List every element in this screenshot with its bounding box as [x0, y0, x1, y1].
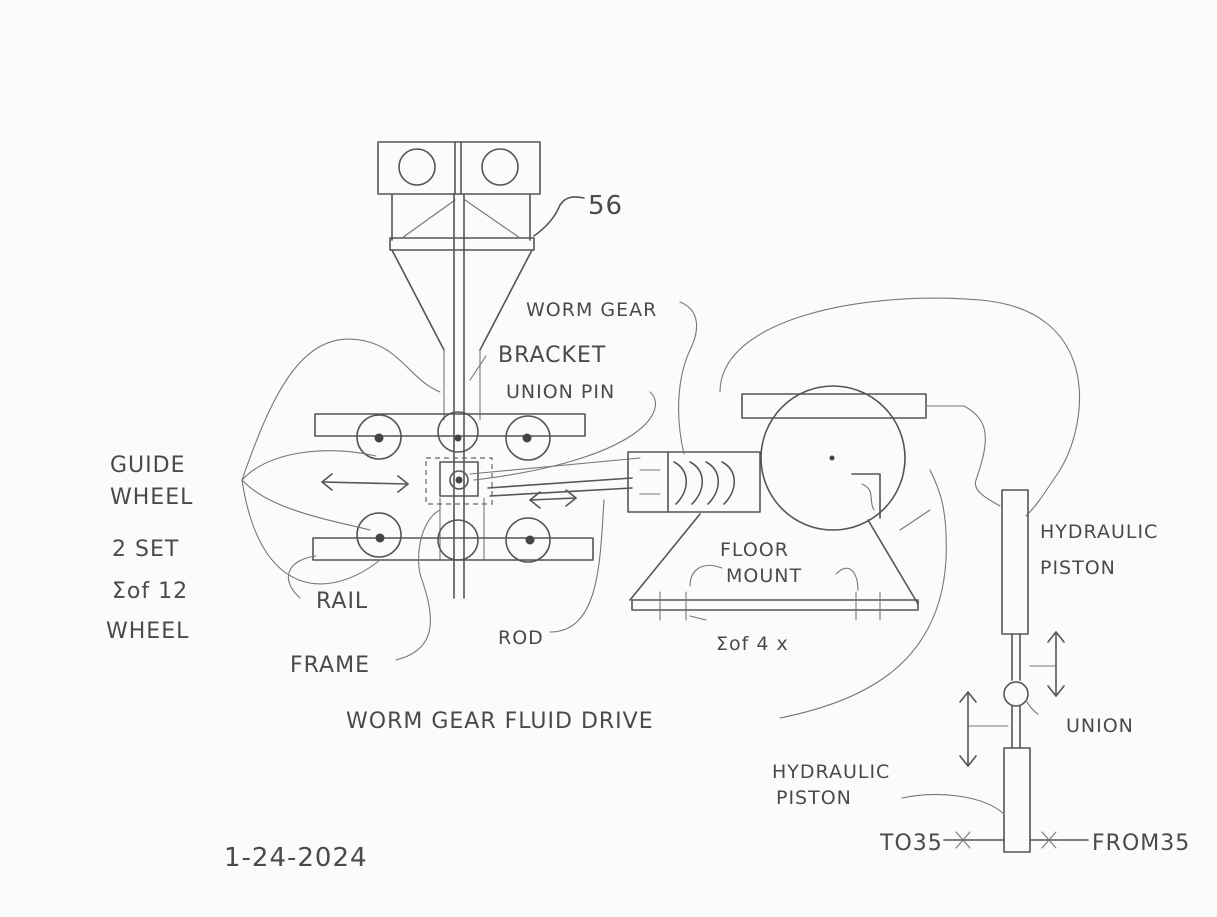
- leader-lines: [241, 301, 1039, 815]
- label-wheel-1: WHEEL: [110, 485, 193, 510]
- label-floor: FLOOR: [720, 539, 789, 561]
- label-sum-of-12: Σof 12: [112, 579, 188, 604]
- upper-rail: [314, 413, 586, 437]
- worm-gear-housing: [627, 451, 761, 513]
- vertical-shaft: [439, 193, 485, 599]
- label-union-pin: UNION PIN: [506, 381, 615, 403]
- label-union: UNION: [1066, 715, 1134, 737]
- label-rod: ROD: [498, 627, 544, 649]
- travel-arrows: [321, 473, 577, 509]
- union-joint: [1003, 681, 1029, 707]
- label-piston-1: PISTON: [1040, 557, 1116, 579]
- label-bracket: BRACKET: [498, 343, 606, 368]
- leader-56: [533, 196, 585, 237]
- top-housing: [377, 141, 541, 351]
- label-rail: RAIL: [316, 589, 368, 614]
- rotation-arrow: [899, 509, 931, 531]
- label-sum-of-4x: Σof 4 x: [716, 633, 789, 655]
- label-56: 56: [588, 191, 623, 221]
- label-piston-2: PISTON: [776, 787, 852, 809]
- large-gear-wheel: [741, 385, 965, 531]
- lower-hydraulic-piston: [1003, 705, 1031, 853]
- fluid-return-line: [963, 405, 1001, 507]
- date-label: 1-24-2024: [224, 843, 368, 873]
- label-hydraulic-2: HYDRAULIC: [772, 761, 890, 783]
- label-mount: MOUNT: [726, 565, 802, 587]
- label-2-set: 2 SET: [112, 537, 179, 562]
- port-lines: [943, 831, 1089, 849]
- label-guide: GUIDE: [110, 453, 185, 478]
- label-wheel-2: WHEEL: [106, 619, 189, 644]
- label-to35: TO35: [879, 831, 943, 856]
- label-hydraulic-1: HYDRAULIC: [1040, 521, 1158, 543]
- union-block: [425, 457, 493, 505]
- label-worm-gear: WORM GEAR: [526, 299, 657, 321]
- lower-rail: [312, 537, 594, 561]
- upper-hydraulic-piston: [1001, 489, 1029, 681]
- fluid-loop-line: [719, 297, 1081, 517]
- guide-wheels: [356, 411, 551, 563]
- floor-mount: [629, 513, 919, 621]
- piston-arrows: [959, 631, 1065, 767]
- label-frame: FRAME: [290, 653, 370, 678]
- label-worm-gear-fluid-drive: WORM GEAR FLUID DRIVE: [346, 709, 654, 734]
- label-from35: FROM35: [1092, 831, 1190, 856]
